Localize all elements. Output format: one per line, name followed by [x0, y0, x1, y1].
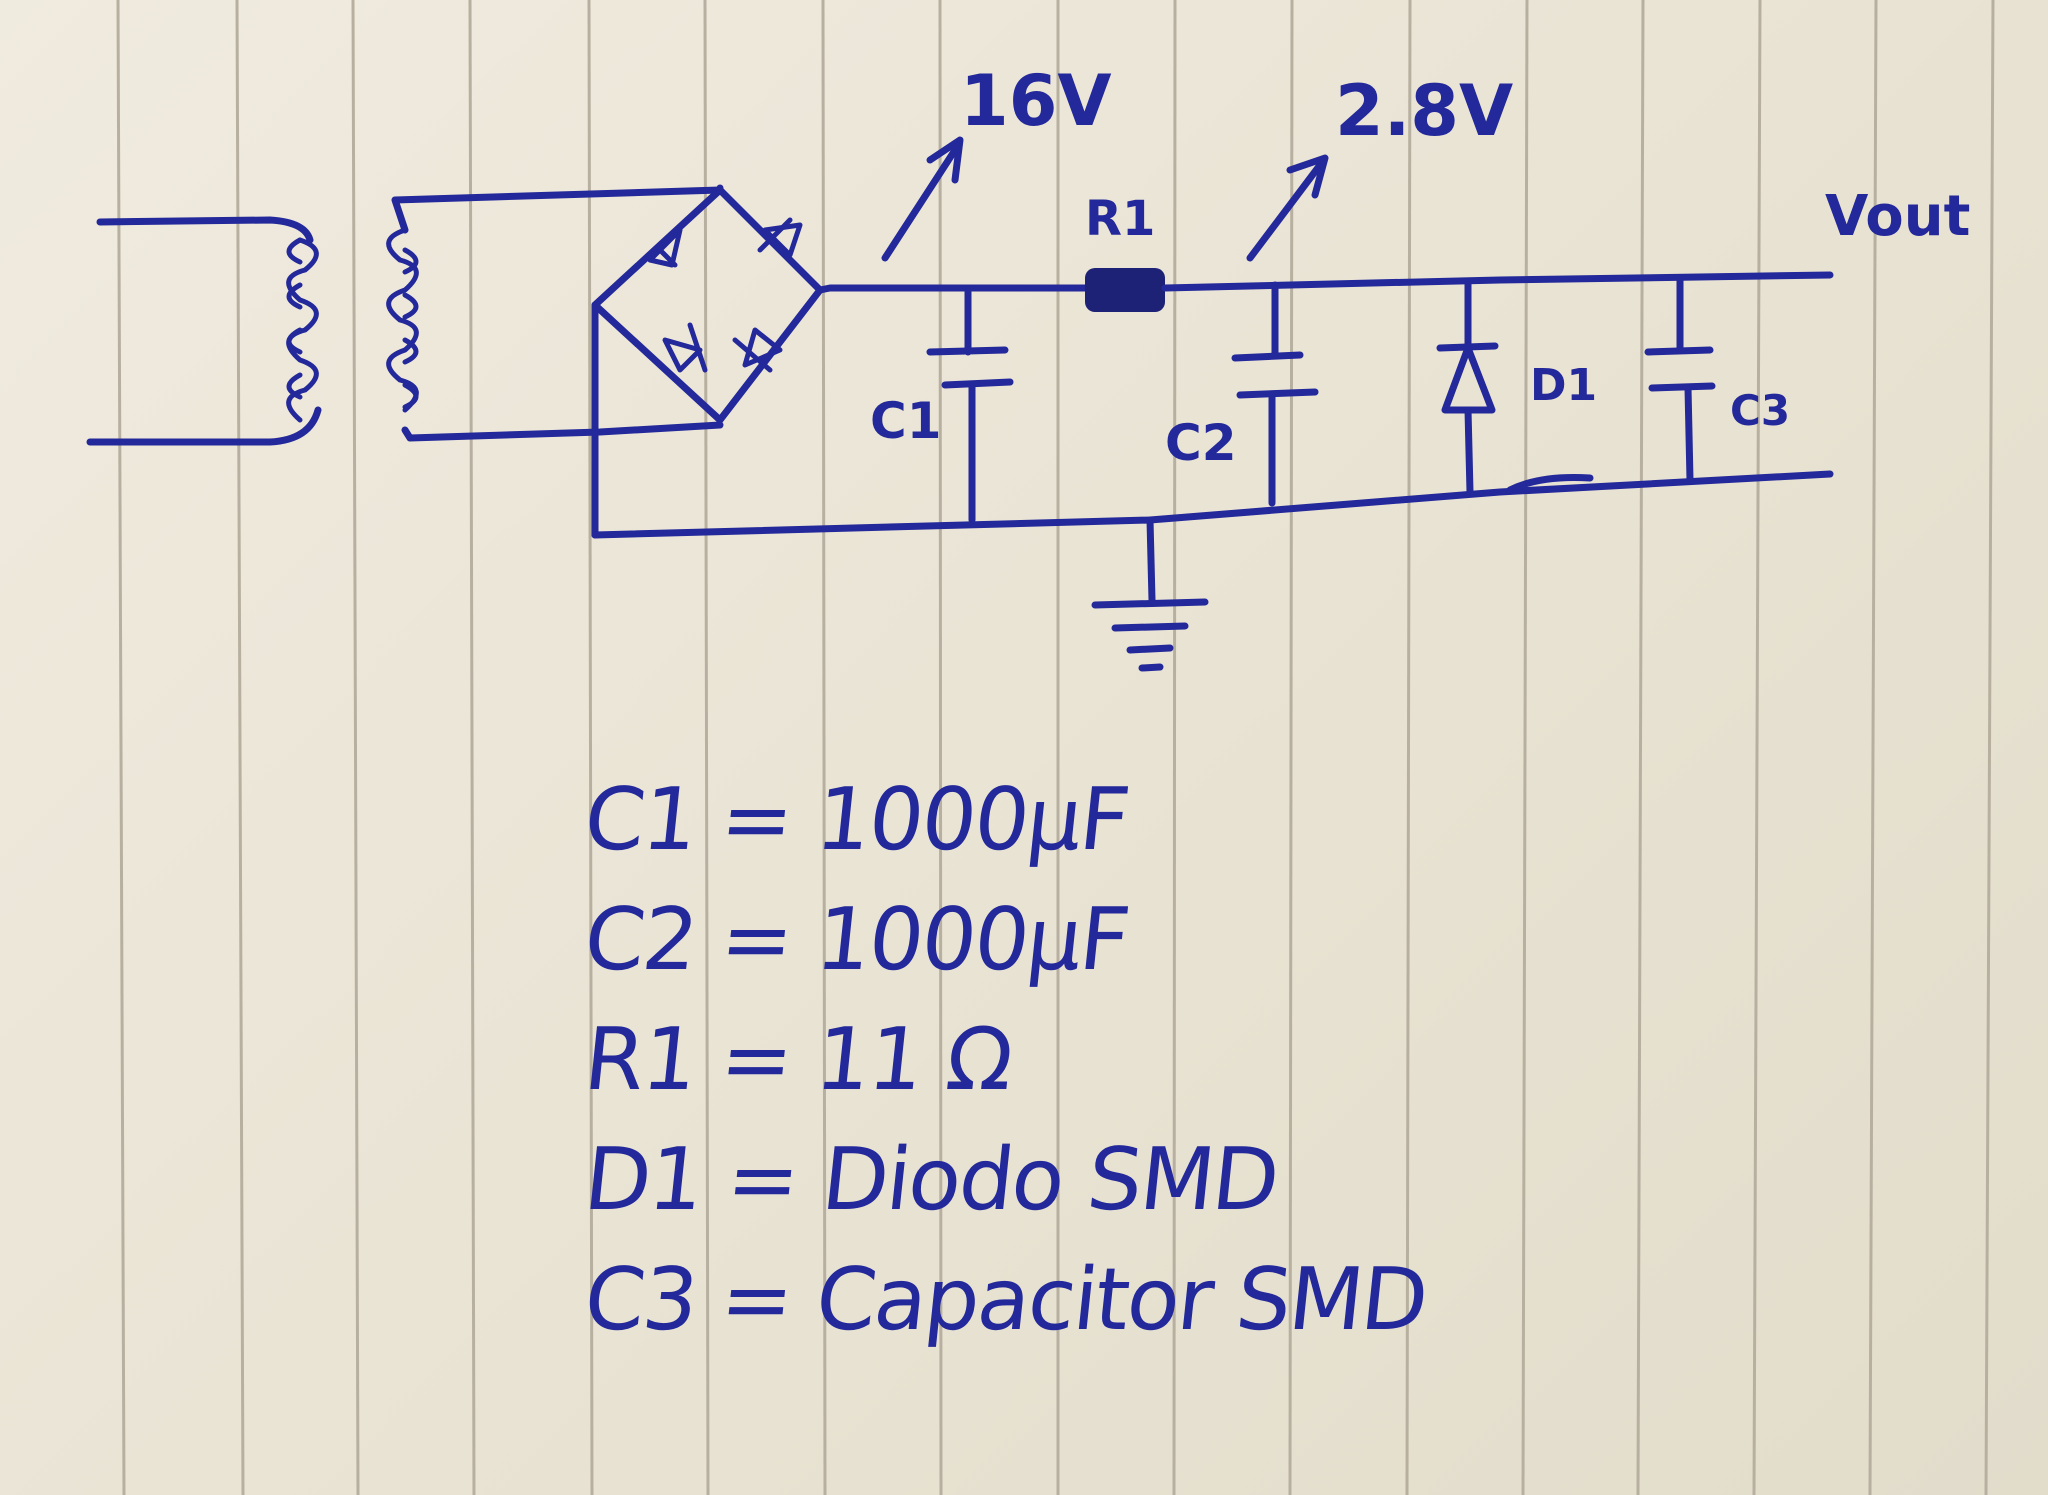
c1-label: C1 [870, 392, 941, 450]
voltage-label-16v: 16V [960, 60, 1112, 142]
voltage-probe-16v: 16V [881, 60, 1112, 262]
capacitor-c3: C3 [1644, 274, 1790, 484]
capacitor-c2: C2 [1165, 281, 1319, 507]
resistor-r1: R1 [1085, 191, 1165, 312]
legend-d1: D1 = Diodo SMD [579, 1130, 1283, 1230]
vout-label: Vout [1825, 184, 1970, 249]
legend-c3: C3 = Capacitor SMD [579, 1250, 1432, 1350]
top-rail-left [816, 284, 1089, 294]
voltage-label-2-8v: 2.8V [1335, 70, 1513, 152]
transformer [86, 186, 724, 446]
ground-symbol [1091, 516, 1209, 672]
capacitor-c1: C1 [870, 286, 1014, 524]
r1-label: R1 [1085, 191, 1155, 247]
top-rail-right [1161, 271, 1834, 292]
c3-label: C3 [1730, 386, 1790, 435]
diode-d1: D1 [1436, 278, 1597, 496]
bottom-rail [591, 470, 1834, 539]
legend-r1: R1 = 11 Ω [579, 1010, 1016, 1110]
d1-label: D1 [1530, 360, 1597, 411]
voltage-probe-2-8v: 2.8V [1246, 70, 1513, 262]
bridge-rectifier [591, 184, 824, 539]
component-legend: C1 = 1000µF C2 = 1000µF R1 = 11 Ω D1 = D… [580, 760, 1585, 1360]
legend-c1: C1 = 1000µF [579, 770, 1133, 870]
legend-c2: C2 = 1000µF [579, 890, 1133, 990]
c2-label: C2 [1165, 414, 1236, 472]
